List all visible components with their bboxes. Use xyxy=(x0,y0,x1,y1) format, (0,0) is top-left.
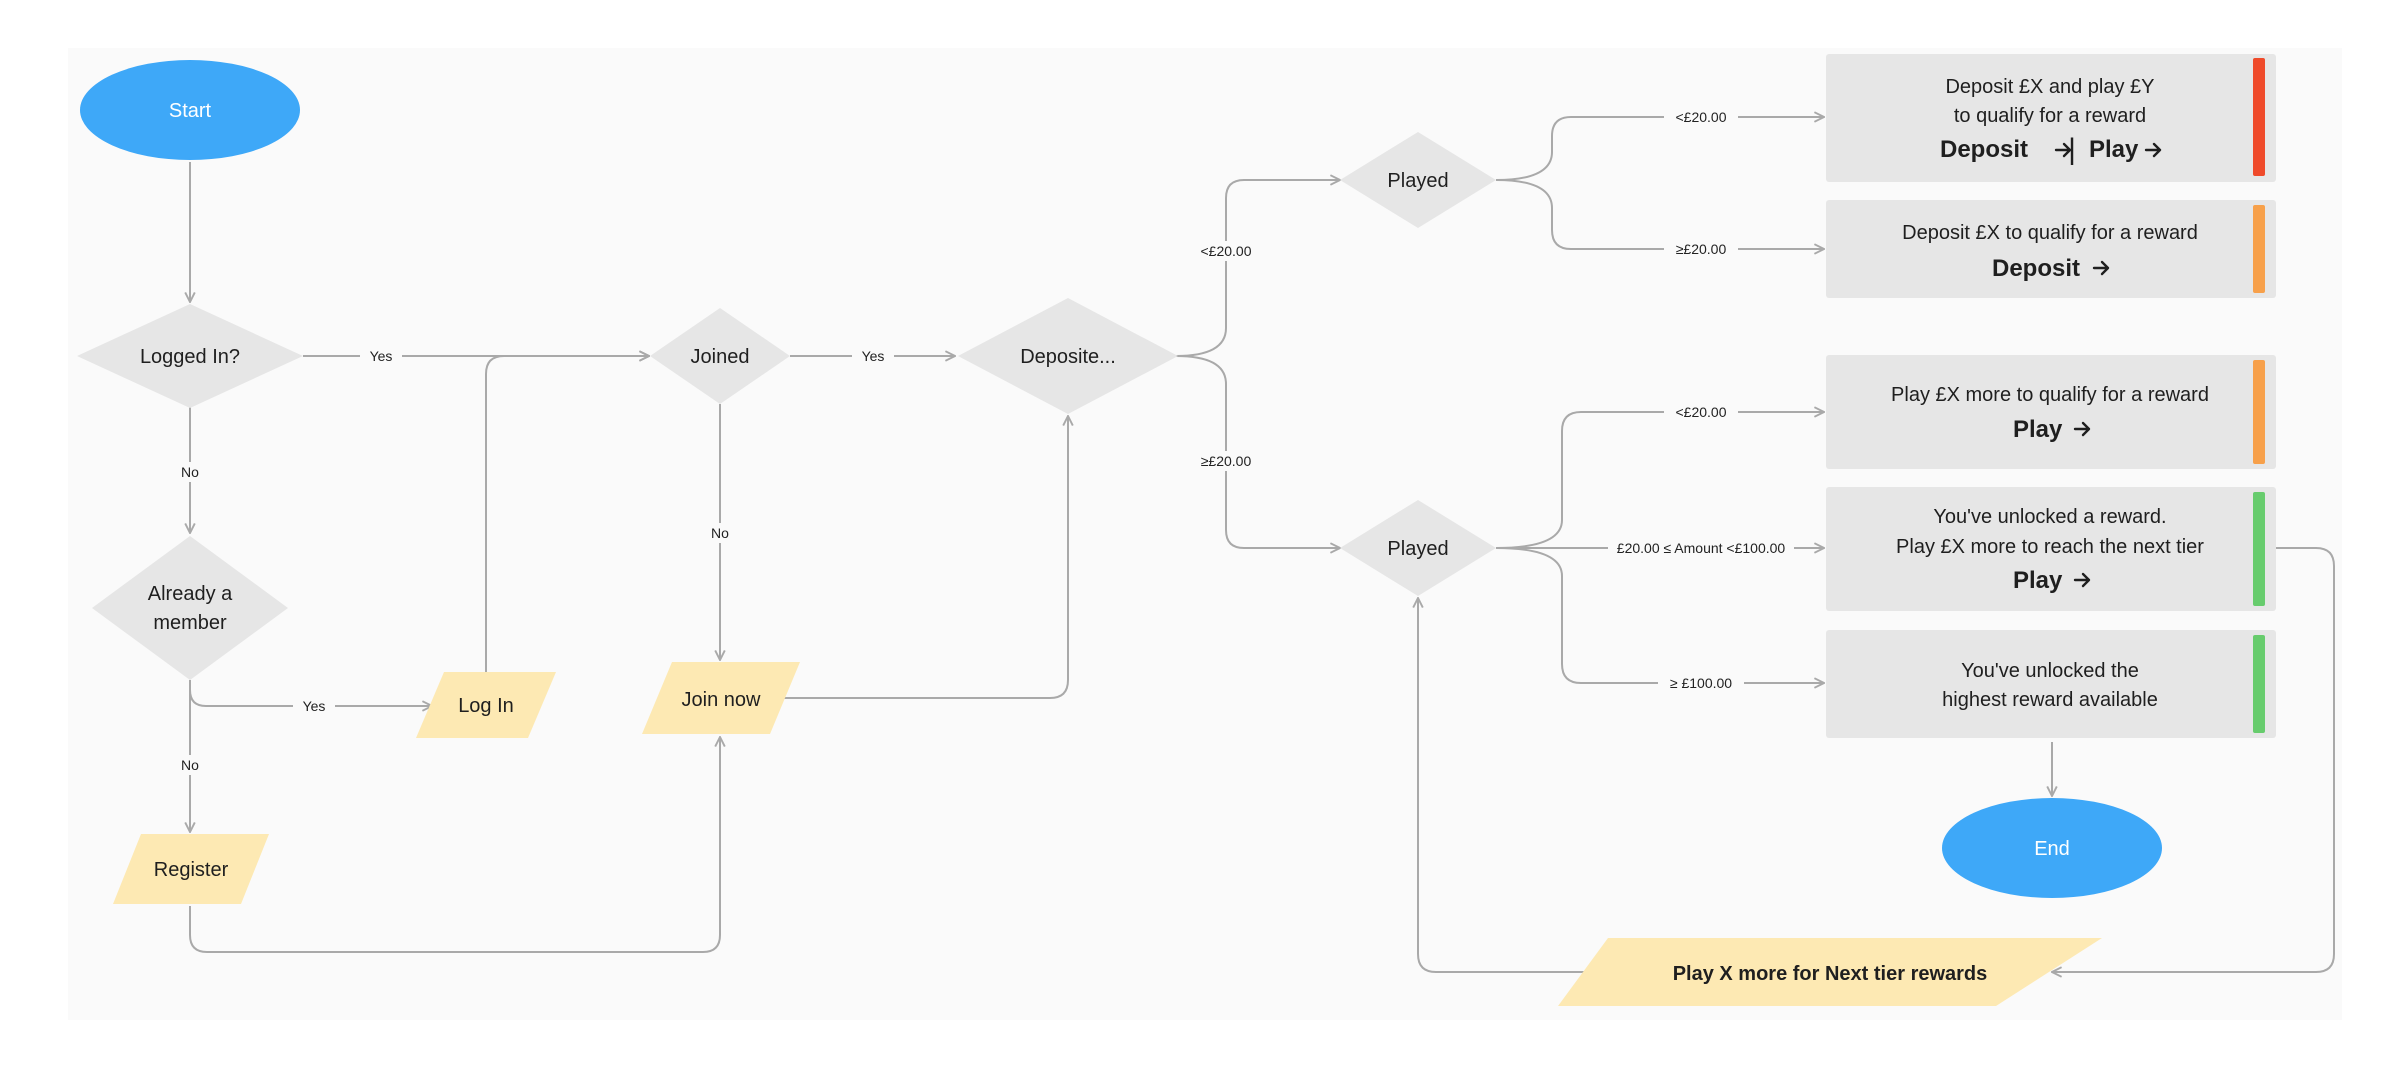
label-playedbottom-high: ≥ £100.00 xyxy=(1658,673,1744,693)
label-member-yes-text: Yes xyxy=(303,698,326,714)
played-top-decision[interactable]: Played xyxy=(1340,132,1496,228)
label-joined-yes: Yes xyxy=(852,346,894,366)
already-member-decision[interactable]: Already a member xyxy=(92,536,288,680)
play-action-link[interactable]: Play xyxy=(2013,567,2091,594)
edge-unlocked-next-tier[interactable] xyxy=(2052,547,2335,972)
label-playedtop-high-text: ≥£20.00 xyxy=(1676,241,1727,257)
edge-deposit-low[interactable] xyxy=(1175,180,1340,357)
deposit-action-link[interactable]: Deposit xyxy=(1940,136,2072,163)
next-tier-io[interactable]: Play X more for Next tier rewards xyxy=(1558,938,2102,1006)
label-member-no-text: No xyxy=(181,757,199,773)
edge-login-joined[interactable] xyxy=(485,356,649,672)
next-tier-label: Play X more for Next tier rewards xyxy=(1673,963,1988,985)
card-unlocked-reward-line1: You've unlocked a reward. xyxy=(1933,506,2166,528)
played-top-label: Played xyxy=(1387,170,1448,192)
card-deposit-only-line1: Deposit £X to qualify for a reward xyxy=(1902,222,2198,244)
logged-in-decision[interactable]: Logged In? xyxy=(77,304,303,408)
edge-labels: Yes No Yes No Yes No <£20.00 ≥£20.00 xyxy=(172,107,1794,775)
play-action-link[interactable]: Play xyxy=(2013,416,2091,443)
card-highest-reward-line2: highest reward available xyxy=(1942,689,2158,711)
arrow-right-icon xyxy=(2073,572,2091,588)
deposit-action-label: Deposit xyxy=(1992,255,2080,282)
register-io[interactable]: Register xyxy=(113,834,269,904)
arrow-right-icon xyxy=(2144,142,2162,158)
card-play-more-line1: Play £X more to qualify for a reward xyxy=(1891,384,2209,406)
label-joined-no-text: No xyxy=(711,525,729,541)
label-joined-no: No xyxy=(702,523,738,543)
end-label: End xyxy=(2034,838,2070,860)
arrow-right-icon xyxy=(2054,142,2072,158)
status-bar-green xyxy=(2253,635,2265,733)
card-unlocked-reward[interactable]: You've unlocked a reward. Play £X more t… xyxy=(1826,487,2276,611)
edge-playedtop-high[interactable] xyxy=(1495,179,1824,249)
join-now-io[interactable]: Join now xyxy=(642,662,800,734)
label-member-yes: Yes xyxy=(293,696,335,716)
joined-decision[interactable]: Joined xyxy=(650,308,790,404)
card-deposit-play-line2: to qualify for a reward xyxy=(1954,105,2146,127)
label-playedbottom-mid: £20.00 ≤ Amount <£100.00 xyxy=(1608,538,1794,558)
joined-label: Joined xyxy=(691,346,750,368)
play-action-label: Play xyxy=(2013,416,2063,443)
arrow-right-icon xyxy=(2073,421,2091,437)
label-logged-in-yes: Yes xyxy=(360,346,402,366)
already-member-label-line1: Already a xyxy=(148,583,233,605)
edge-next-tier-played[interactable] xyxy=(1418,598,1612,973)
label-playedbottom-high-text: ≥ £100.00 xyxy=(1670,675,1732,691)
end-node[interactable]: End xyxy=(1942,798,2162,898)
card-deposit-only[interactable]: Deposit £X to qualify for a reward Depos… xyxy=(1826,200,2276,298)
arrow-right-icon xyxy=(2092,260,2110,276)
register-label: Register xyxy=(154,859,229,881)
status-bar-green xyxy=(2253,492,2265,606)
action-separator: | xyxy=(2068,133,2076,166)
label-logged-in-yes-text: Yes xyxy=(370,348,393,364)
card-unlocked-reward-line2: Play £X more to reach the next tier xyxy=(1896,536,2204,558)
deposit-action-link[interactable]: Deposit xyxy=(1992,255,2110,282)
played-bottom-label: Played xyxy=(1387,538,1448,560)
play-action-label: Play xyxy=(2089,136,2139,163)
label-deposit-low-text: <£20.00 xyxy=(1201,243,1252,259)
label-logged-in-no-text: No xyxy=(181,464,199,480)
deposited-decision[interactable]: Deposite... xyxy=(958,298,1178,414)
label-playedtop-high: ≥£20.00 xyxy=(1664,239,1738,259)
label-member-no: No xyxy=(172,755,208,775)
label-playedtop-low-text: <£20.00 xyxy=(1676,109,1727,125)
label-deposit-high: ≥£20.00 xyxy=(1192,451,1260,471)
status-bar-orange xyxy=(2253,360,2265,464)
log-in-io[interactable]: Log In xyxy=(416,672,556,738)
label-deposit-low: <£20.00 xyxy=(1192,241,1260,261)
start-label: Start xyxy=(169,100,212,122)
label-playedtop-low: <£20.00 xyxy=(1664,107,1738,127)
edge-playedtop-low[interactable] xyxy=(1495,117,1824,181)
join-now-label: Join now xyxy=(682,689,761,711)
label-deposit-high-text: ≥£20.00 xyxy=(1201,453,1252,469)
label-playedbottom-mid-text: £20.00 ≤ Amount <£100.00 xyxy=(1617,540,1786,556)
logged-in-label: Logged In? xyxy=(140,346,240,368)
status-bar-red xyxy=(2253,58,2265,176)
card-deposit-play[interactable]: Deposit £X and play £Y to qualify for a … xyxy=(1826,54,2276,182)
edge-joinnow-deposited[interactable] xyxy=(780,416,1068,699)
deposited-label: Deposite... xyxy=(1020,346,1116,368)
card-highest-reward[interactable]: You've unlocked the highest reward avail… xyxy=(1826,630,2276,738)
card-highest-reward-line1: You've unlocked the xyxy=(1961,660,2139,682)
label-logged-in-no: No xyxy=(172,462,208,482)
edge-playedbottom-low[interactable] xyxy=(1495,412,1824,549)
card-deposit-play-line1: Deposit £X and play £Y xyxy=(1945,76,2154,98)
edge-register-join[interactable] xyxy=(189,737,720,953)
label-playedbottom-low: <£20.00 xyxy=(1664,402,1738,422)
play-action-link[interactable]: Play xyxy=(2089,136,2162,163)
play-action-label: Play xyxy=(2013,567,2063,594)
card-play-more[interactable]: Play £X more to qualify for a reward Pla… xyxy=(1826,355,2276,469)
deposit-action-label: Deposit xyxy=(1940,136,2028,163)
start-node[interactable]: Start xyxy=(80,60,300,160)
log-in-label: Log In xyxy=(458,695,514,717)
already-member-label-line2: member xyxy=(153,612,227,634)
label-playedbottom-low-text: <£20.00 xyxy=(1676,404,1727,420)
status-bar-orange xyxy=(2253,205,2265,293)
edge-playedbottom-high[interactable] xyxy=(1495,547,1824,683)
played-bottom-decision[interactable]: Played xyxy=(1340,500,1496,596)
label-joined-yes-text: Yes xyxy=(862,348,885,364)
